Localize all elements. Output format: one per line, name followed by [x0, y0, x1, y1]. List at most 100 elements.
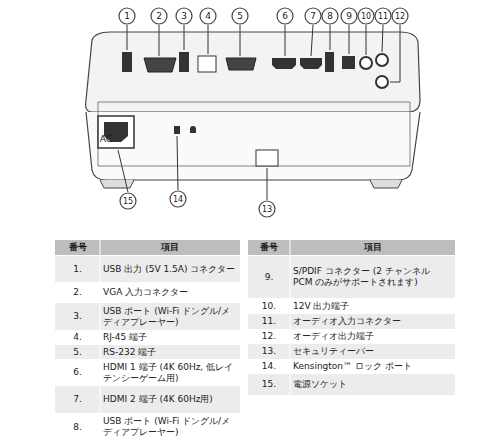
callout-number-text: 6 — [276, 7, 294, 25]
callout-number: 9 — [340, 7, 358, 25]
table-cell: 15. — [248, 374, 290, 395]
audio-out-jack — [376, 76, 388, 88]
callout-number: 4 — [199, 7, 217, 25]
table-cell: HDMI 2 端子 (4K 60Hz用) — [100, 386, 240, 413]
table-cell-text: 4. — [73, 332, 82, 343]
security-bar — [256, 150, 278, 166]
callout-number: 3 — [175, 7, 193, 25]
callout-number: 14 — [169, 190, 187, 208]
callout-number-text: 10 — [357, 7, 375, 25]
table-cell-text: 11. — [262, 316, 276, 327]
callout-number-text: 2 — [150, 7, 168, 25]
table-cell: 12V 出力端子 — [290, 298, 455, 314]
table-cell-text: USB ポート (Wi-Fi ドングル/メディアプレーヤー) — [103, 306, 237, 328]
table-cell-text: 7. — [73, 394, 82, 405]
table-cell: USB ポート (Wi-Fi ドングル/メディアプレーヤー) — [100, 303, 240, 330]
callout-number-text: 15 — [119, 192, 137, 210]
table-cell-text: 番号 — [260, 242, 278, 253]
table-cell: 4. — [55, 330, 100, 345]
table-cell-text: 15. — [262, 379, 276, 390]
table-cell-text: 14. — [262, 361, 276, 372]
callout-number-text: 5 — [231, 7, 249, 25]
table-cell-text: オーディオ出力端子 — [293, 331, 374, 342]
port-label: AC — [96, 132, 116, 146]
table-cell: 13. — [248, 344, 290, 359]
usb-out-port — [122, 52, 132, 72]
table-cell-text: セキュリティーバー — [293, 346, 374, 357]
audio-in-jack — [376, 54, 388, 66]
table-cell-text: 10. — [262, 301, 276, 312]
table-cell: 10. — [248, 298, 290, 314]
table-cell: 項目 — [290, 240, 455, 255]
table-cell: 番号 — [248, 240, 290, 255]
callout-number-text: 4 — [199, 7, 217, 25]
dc12v-jack — [360, 57, 372, 69]
callout-number: 15 — [119, 192, 137, 210]
callout-number: 11 — [374, 7, 392, 25]
table-cell: 電源ソケット — [290, 374, 455, 395]
rs232-port — [226, 58, 256, 70]
table-cell: 9. — [248, 256, 290, 298]
table-cell: オーディオ入力コネクター — [290, 314, 455, 329]
lock-icon — [190, 126, 196, 133]
table-cell: 3. — [55, 303, 100, 330]
table-cell: 5. — [55, 345, 100, 359]
usb-port-2 — [325, 52, 334, 72]
feet — [100, 180, 402, 188]
lower-housing — [86, 112, 420, 180]
table-cell-text: USB 出力 (5V 1.5A) コネクター — [103, 264, 235, 275]
callout-number: 2 — [150, 7, 168, 25]
table-cell: USB 出力 (5V 1.5A) コネクター — [100, 256, 240, 282]
callout-number: 10 — [357, 7, 375, 25]
table-cell: セキュリティーバー — [290, 344, 455, 359]
port-label-text: AC — [100, 134, 112, 145]
leader-lines — [118, 25, 400, 200]
callout-number: 13 — [258, 200, 276, 218]
table-cell: 7. — [55, 386, 100, 413]
table-cell-text: 6. — [73, 367, 82, 378]
table-cell-text: 12V 出力端子 — [293, 301, 349, 312]
table-cell: 8. — [55, 413, 100, 441]
callout-number: 1 — [118, 7, 136, 25]
table-cell-text: 番号 — [69, 242, 87, 253]
table-cell-text: 8. — [73, 422, 82, 433]
table-cell-text: 1. — [73, 264, 82, 275]
lower-panel — [98, 102, 410, 166]
table-cell: USB ポート (Wi-Fi ドングル/メディアプレーヤー) — [100, 413, 240, 441]
table-cell: 2. — [55, 282, 100, 303]
callout-number-text: 12 — [391, 7, 409, 25]
table-cell: 11. — [248, 314, 290, 329]
hdmi2-port — [300, 58, 322, 69]
table-cell: 12. — [248, 329, 290, 344]
callout-number-text: 3 — [175, 7, 193, 25]
callout-number: 7 — [304, 7, 322, 25]
kensington-slot — [174, 126, 180, 134]
table-cell-text: S/PDIF コネクター (2 チャンネル PCM のみがサポートされます) — [293, 266, 452, 288]
table-cell-text: Kensington™ ロック ポート — [293, 361, 412, 372]
table-cell: 項目 — [100, 240, 240, 255]
callout-number: 12 — [391, 7, 409, 25]
callout-number-text: 7 — [304, 7, 322, 25]
callout-number: 6 — [276, 7, 294, 25]
vga-port — [144, 58, 176, 72]
table-cell-text: VGA 入力コネクター — [103, 287, 188, 298]
table-cell-text: 3. — [73, 311, 82, 322]
callout-number-text: 8 — [321, 7, 339, 25]
table-cell-text: HDMI 1 端子 (4K 60Hz, 低レイテンシーゲーム用) — [103, 362, 237, 384]
table-cell-text: USB ポート (Wi-Fi ドングル/メディアプレーヤー) — [103, 416, 237, 438]
table-cell-text: オーディオ入力コネクター — [293, 316, 401, 327]
rear-panel — [86, 32, 420, 112]
power-socket — [98, 116, 134, 148]
callout-number: 8 — [321, 7, 339, 25]
table-cell: オーディオ出力端子 — [290, 329, 455, 344]
table-rules — [100, 240, 290, 441]
table-cell-text: 5. — [73, 347, 82, 358]
table-cell-text: RJ-45 端子 — [103, 332, 147, 343]
table-cell: RS-232 端子 — [100, 345, 240, 359]
table-cell: 1. — [55, 256, 100, 282]
spdif-port — [342, 56, 355, 69]
table-cell: 番号 — [55, 240, 100, 255]
table-cell: 6. — [55, 359, 100, 386]
table-cell-text: 12. — [262, 331, 276, 342]
table-cell-text: 項目 — [364, 242, 382, 253]
